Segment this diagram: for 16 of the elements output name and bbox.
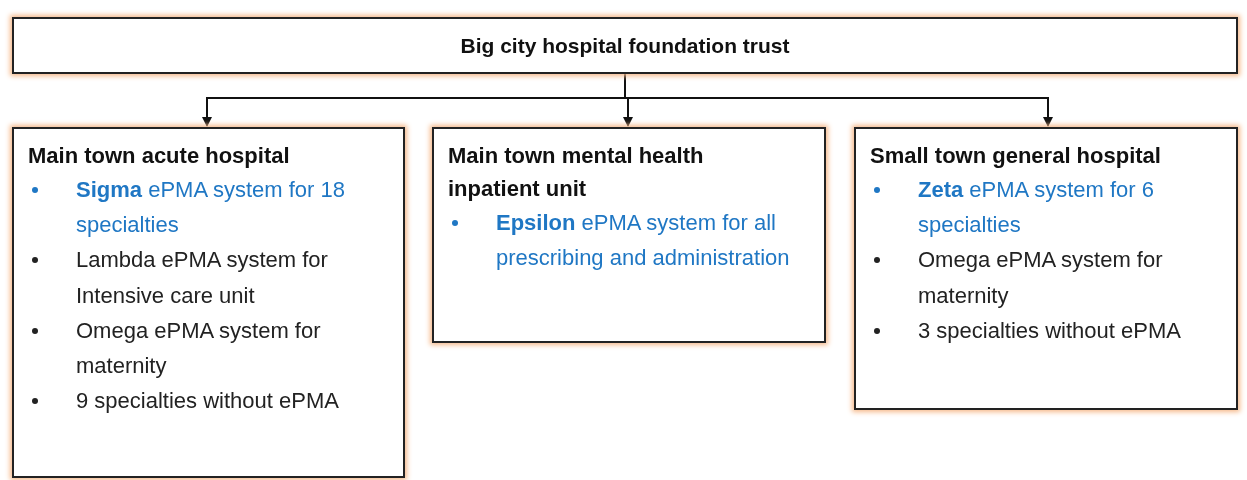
- organisation-box: [12, 17, 1238, 74]
- hospital-box: [854, 127, 1238, 410]
- box-heading: Big city hospital foundation trust: [460, 32, 790, 59]
- hospital-box: [12, 127, 405, 478]
- box-heading: Small town general hospital: [870, 142, 1162, 170]
- bullet-item: 3 specialties without ePMA: [870, 312, 1212, 348]
- bullet-item: Lambda ePMA system for Intensive care unit: [28, 242, 379, 313]
- box-heading: Main town acute hospital: [28, 142, 291, 170]
- bullet-item: Omega ePMA system for maternity: [28, 312, 379, 384]
- bullet-item: Omega ePMA system for maternity: [870, 242, 1212, 313]
- hospital-box: [432, 127, 826, 343]
- bullet-item: 9 specialties without ePMA: [28, 383, 379, 419]
- box-heading: Main town mental health inpatient unit: [448, 142, 705, 203]
- bullet-item: Sigma ePMA system for 18 specialties: [28, 172, 379, 243]
- bullet-item: Zeta ePMA system for 6 specialties: [870, 172, 1212, 243]
- bullet-item: Epsilon ePMA system for all prescribing and administration: [448, 205, 800, 276]
